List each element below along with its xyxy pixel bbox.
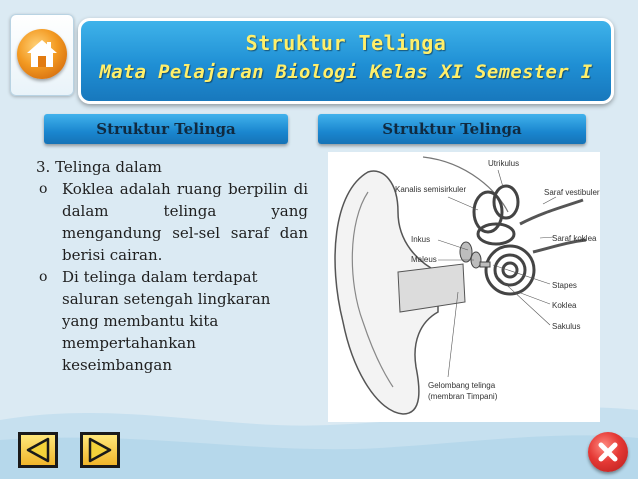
title-banner: Struktur Telinga Mata Pelajaran Biologi … xyxy=(78,18,614,104)
nerve-shape xyxy=(532,238,587,254)
ear-canal xyxy=(397,263,466,313)
bullet-mark: o xyxy=(39,269,48,285)
ossicles-shape xyxy=(459,241,491,269)
previous-button[interactable] xyxy=(18,432,58,468)
cochlea-shape xyxy=(484,244,536,296)
outer-ear-shape xyxy=(334,170,439,415)
bullet-item: o Koklea adalah ruang berpilin di dalam … xyxy=(36,178,308,266)
triangle-right-icon xyxy=(88,437,112,463)
label-stapes: Stapes xyxy=(552,281,577,290)
bullet-text: Di telinga dalam terdapat saluran seteng… xyxy=(62,268,271,374)
label-saraf-koklea: Saraf koklea xyxy=(552,234,597,243)
bullet-item: o Di telinga dalam terdapat saluran sete… xyxy=(36,266,308,376)
label-saraf-vestibuler: Saraf vestibuler xyxy=(544,188,600,197)
label-utrikulus: Utrikulus xyxy=(488,159,519,168)
label-maleus: Maleus xyxy=(411,255,437,264)
close-button[interactable] xyxy=(588,432,628,472)
ear-fold xyxy=(351,191,394,388)
page-subtitle: Mata Pelajaran Biologi Kelas XI Semester… xyxy=(99,61,593,83)
bullet-text: Koklea adalah ruang berpilin di dalam te… xyxy=(62,180,308,264)
section-label-left: Struktur Telinga xyxy=(44,114,288,144)
content-text: 3. Telinga dalam o Koklea adalah ruang b… xyxy=(36,156,308,376)
label-koklea: Koklea xyxy=(552,301,577,310)
home-button[interactable] xyxy=(10,14,74,96)
page-title: Struktur Telinga xyxy=(245,31,447,55)
section-label-right: Struktur Telinga xyxy=(318,114,586,144)
close-icon xyxy=(598,442,618,462)
label-sakulus: Sakulus xyxy=(552,322,580,331)
label-membran: (membran Timpani) xyxy=(428,392,498,401)
head-outline xyxy=(422,156,509,213)
bullet-mark: o xyxy=(39,181,48,197)
ear-diagram: Utrikulus Kanalis semisirkuler Saraf ves… xyxy=(328,152,600,422)
semicircular-canals-shape xyxy=(472,184,520,246)
triangle-left-icon xyxy=(26,437,50,463)
label-inkus: Inkus xyxy=(411,235,430,244)
nerve-shape xyxy=(519,198,584,226)
home-icon xyxy=(17,29,67,79)
next-button[interactable] xyxy=(80,432,120,468)
label-kanalis: Kanalis semisirkuler xyxy=(395,185,466,194)
label-gelombang: Gelombang telinga xyxy=(428,381,496,390)
content-heading: 3. Telinga dalam xyxy=(36,158,162,176)
